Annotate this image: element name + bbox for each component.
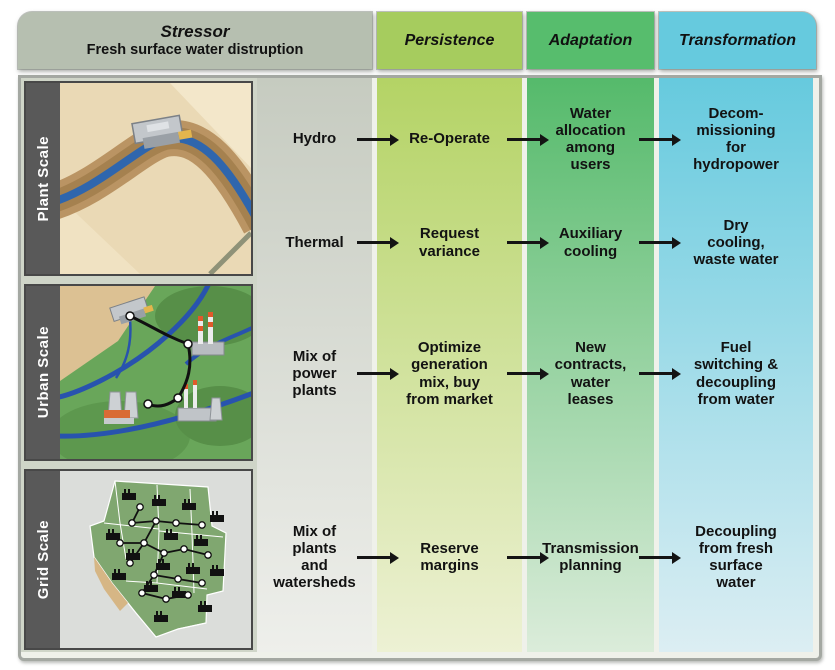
transformation-column-band (659, 78, 813, 652)
adaptation-header: Adaptation (527, 12, 654, 69)
stressor-header: Stressor Fresh surface water distruption (18, 12, 372, 69)
cell-hydro-persistence: Re-Operate (409, 130, 490, 148)
cooling-tower-plant-icon (104, 391, 139, 424)
cell-urban-transformation: Fuel switching & decoupling from water (693, 339, 779, 408)
road (208, 231, 251, 274)
grid-scale-panel: Grid Scale (24, 469, 253, 650)
grid-scale-label-bar: Grid Scale (26, 471, 60, 648)
flow-arrow (639, 236, 681, 249)
cell-grid-transformation: Decoupling from fresh surface water (695, 522, 777, 592)
urban-scale-panel: Urban Scale (24, 284, 253, 461)
flow-arrow (357, 236, 399, 249)
power-plant-icon (177, 380, 223, 422)
valley-area (94, 557, 128, 611)
cell-urban-adaptation: New contracts, water leases (554, 339, 627, 408)
plant-scale-label-bar: Plant Scale (26, 83, 60, 274)
grid-network (106, 489, 224, 622)
cell-grid-adaptation: Transmission planning (542, 539, 639, 574)
stressor-subtitle: Fresh surface water distruption (86, 41, 304, 58)
flow-arrow (357, 551, 399, 564)
persistence-header: Persistence (377, 12, 522, 69)
cell-grid-persistence: Reserve margins (420, 539, 479, 574)
cell-thermal-adaptation: Auxiliary cooling (558, 225, 623, 260)
transformation-header-label: Transformation (678, 31, 797, 49)
transmission-network (125, 311, 193, 409)
persistence-column-band (377, 78, 522, 652)
stressor-column-band (257, 78, 372, 652)
cell-thermal-transformation: Dry cooling, waste water (693, 216, 779, 269)
dam-icon (131, 114, 193, 149)
cell-thermal-persistence: Request variance (419, 225, 480, 260)
grid-scale-label: Grid Scale (34, 519, 52, 600)
stressor-title: Stressor (160, 22, 230, 42)
flow-arrow (507, 236, 549, 249)
cell-urban-mix: Mix of power plants (292, 347, 337, 400)
power-plants-and-rivers-illustration (60, 286, 251, 459)
cell-grid-mix: Mix of plants and watersheds (273, 522, 356, 592)
flow-arrow (639, 551, 681, 564)
adaptation-header-label: Adaptation (548, 31, 633, 49)
flow-arrow (507, 367, 549, 380)
flow-arrow (507, 551, 549, 564)
power-plant-icon (191, 312, 225, 356)
persistence-header-label: Persistence (404, 31, 495, 49)
flow-arrow (639, 133, 681, 146)
transformation-header: Transformation (659, 12, 816, 69)
header-row: Stressor Fresh surface water distruption… (18, 12, 816, 69)
flow-arrow (357, 367, 399, 380)
matrix-body: Plant Scale (18, 75, 822, 661)
dam-on-river-illustration (60, 83, 251, 274)
urban-scale-label-bar: Urban Scale (26, 286, 60, 459)
cell-thermal: Thermal (285, 233, 344, 251)
western-grid-map-illustration (60, 471, 251, 648)
cell-urban-persistence: Optimize generation mix, buy from market (406, 339, 493, 408)
cell-hydro-transformation: Decom- missioning for hydropower (693, 104, 779, 174)
flow-arrow (357, 133, 399, 146)
flow-arrow (507, 133, 549, 146)
cell-hydro: Hydro (292, 130, 337, 148)
urban-scale-label: Urban Scale (34, 326, 52, 419)
flow-arrow (639, 367, 681, 380)
plant-scale-label: Plant Scale (34, 135, 52, 222)
cell-hydro-adaptation: Water allocation among users (555, 104, 626, 174)
plant-scale-panel: Plant Scale (24, 81, 253, 276)
